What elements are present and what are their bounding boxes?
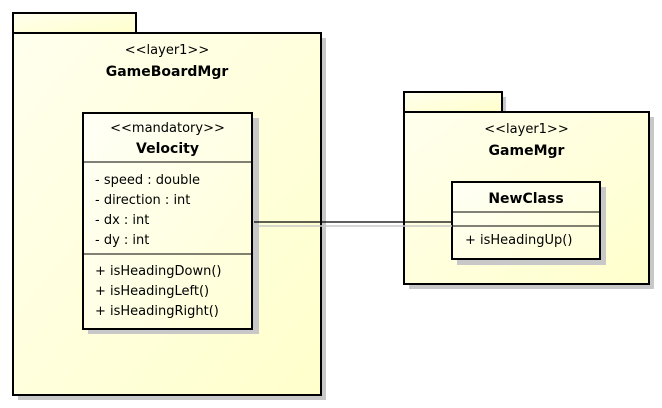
attribute: - direction : int <box>95 193 191 208</box>
package-name: GameMgr <box>488 143 565 159</box>
class-velocity[interactable] <box>82 112 259 334</box>
attribute: - speed : double <box>95 173 201 188</box>
association-line[interactable] <box>254 221 452 227</box>
operation: + isHeadingRight() <box>95 304 219 319</box>
class-name: NewClass <box>488 191 564 207</box>
class-stereotype: <<mandatory>> <box>110 121 225 136</box>
operation: + isHeadingLeft() <box>95 284 210 299</box>
attribute: - dx : int <box>95 213 150 228</box>
operation: + isHeadingDown() <box>95 264 222 279</box>
operation: + isHeadingUp() <box>465 233 573 248</box>
package-stereotype: <<layer1>> <box>484 122 569 137</box>
package-stereotype: <<layer1>> <box>124 43 210 58</box>
package-name: GameBoardMgr <box>105 64 229 80</box>
class-newclass[interactable] <box>451 181 606 265</box>
class-name: Velocity <box>136 141 199 157</box>
attribute: - dy : int <box>95 233 150 248</box>
